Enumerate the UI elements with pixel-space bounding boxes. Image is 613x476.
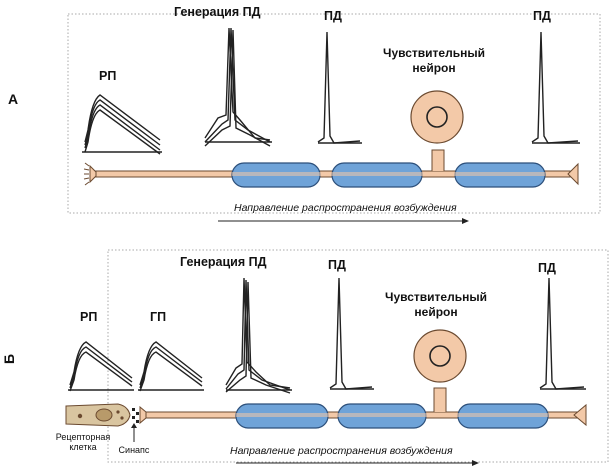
- panel-b-rp-label: РП: [80, 310, 98, 324]
- panel-b-receptor-cell: [65, 403, 131, 427]
- panel-b-pd2-label: ПД: [538, 261, 556, 275]
- panel-b-pd1-trace: [329, 277, 374, 390]
- panel-b-gp-label: ГП: [150, 310, 167, 324]
- panel-b-frame: [107, 249, 609, 463]
- panel-a-pd1-label: ПД: [324, 9, 342, 23]
- panel-b-pd1-label: ПД: [328, 258, 346, 272]
- panel-a-direction-arrowhead: [462, 218, 469, 224]
- panel-a-direction-label: Направление распространения возбуждения: [234, 202, 457, 214]
- panel-a-pd2-trace: [531, 31, 580, 144]
- panel-b-direction-label: Направление распространения возбуждения: [230, 445, 453, 457]
- panel-a-pd2-label: ПД: [533, 9, 551, 23]
- panel-b-neuron-label: Чувствительный нейрон: [385, 290, 487, 319]
- panel-b-letter: Б: [1, 353, 18, 365]
- panel-b-synapse: [131, 408, 139, 442]
- panel-a-pd1-trace: [317, 31, 362, 144]
- panel-a-letter: А: [8, 91, 19, 107]
- panel-b-direction-arrowhead: [472, 460, 479, 466]
- panel-a-neuron-label: Чувствительный нейрон: [383, 46, 485, 75]
- panel-a-neuron: [83, 90, 579, 188]
- panel-b-generation-label: Генерация ПД: [180, 255, 267, 269]
- panel-b-generation-trace: [225, 277, 292, 394]
- panel-a-generation-label: Генерация ПД: [174, 5, 261, 19]
- receptor-cell-label: Рецепторная клетка: [55, 432, 111, 452]
- panel-a-rp-trace: [82, 94, 162, 155]
- panel-a-frame: [67, 13, 601, 214]
- panel-b-gp-trace: [138, 341, 204, 392]
- panel-a-generation-trace: [204, 27, 272, 147]
- panel-b-rp-trace: [68, 341, 134, 392]
- panel-b-pd2-trace: [539, 277, 586, 390]
- panel-b-neuron: [139, 329, 587, 429]
- synapse-label: Синапс: [118, 445, 150, 455]
- panel-a-rp-label: РП: [99, 69, 117, 83]
